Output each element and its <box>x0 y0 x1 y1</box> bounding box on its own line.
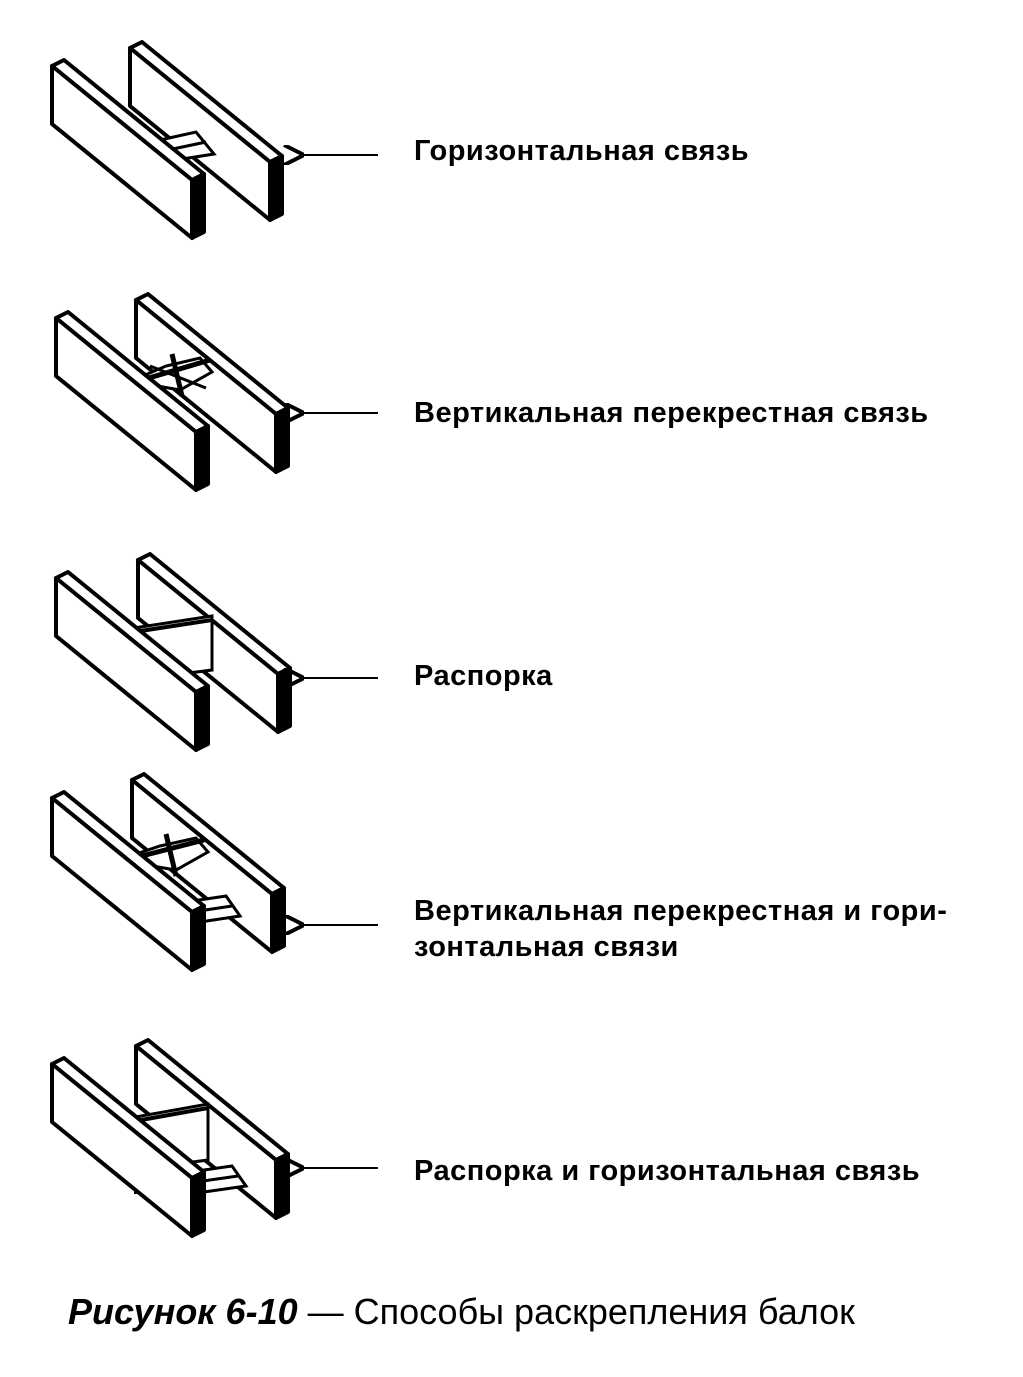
figure-caption: Рисунок 6-10 — Способы раскрепления бало… <box>68 1290 855 1334</box>
label-vertical-cross-and-horizontal-line1: Вертикальная перекрестная и гори- <box>414 895 948 927</box>
caption-text: Способы раскрепления балок <box>353 1291 855 1332</box>
figure-vertical-cross-and-horizontal-bracing <box>50 772 286 972</box>
label-vertical-cross-and-horizontal-line2: зонтальная связи <box>414 931 679 963</box>
figure-number: Рисунок 6-10 <box>68 1291 298 1332</box>
label-vertical-cross-bracing: Вертикальная перекрестная связь <box>414 397 929 429</box>
figure-strut-and-horizontal-bracing <box>50 1038 290 1238</box>
figure-horizontal-bracing <box>50 40 284 240</box>
caption-separator: — <box>297 1291 354 1332</box>
label-strut: Распорка <box>414 660 553 692</box>
figure-strut <box>54 552 292 752</box>
figure-vertical-cross-bracing <box>54 292 290 492</box>
label-horizontal-bracing: Горизонтальная связь <box>414 135 750 167</box>
label-strut-and-horizontal-bracing: Распорка и горизонтальная связь <box>414 1155 921 1187</box>
